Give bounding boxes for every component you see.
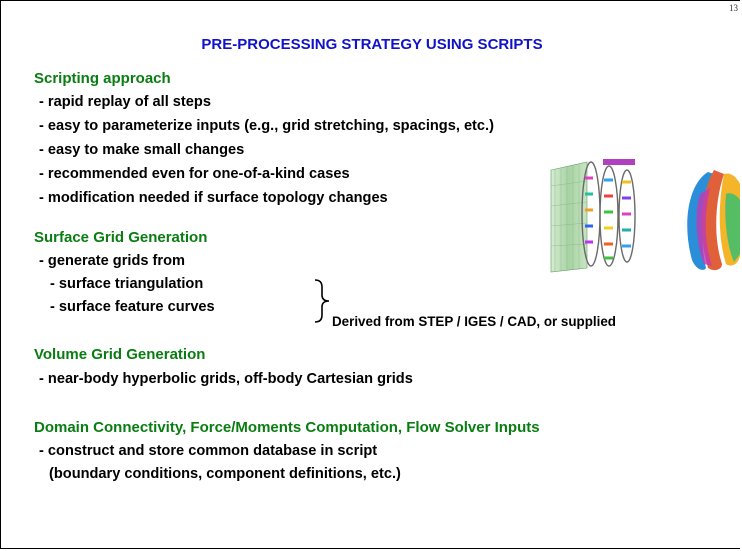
bullet-parameterize: - easy to parameterize inputs (e.g., gri… [39, 118, 494, 134]
bullet-small-changes: - easy to make small changes [39, 142, 245, 158]
bullet-near-body: - near-body hyperbolic grids, off-body C… [39, 371, 413, 387]
derived-note: Derived from STEP / IGES / CAD, or suppl… [332, 314, 616, 329]
curly-bracket [314, 279, 330, 323]
page-number: 13 [729, 3, 738, 13]
rotor-grid-image [550, 159, 636, 273]
bullet-topology: - modification needed if surface topolog… [39, 190, 388, 206]
bullet-one-of-a-kind: - recommended even for one-of-a-kind cas… [39, 166, 350, 182]
section-heading-surface-grid: Surface Grid Generation [34, 229, 208, 246]
bullet-construct-database: - construct and store common database in… [39, 443, 378, 459]
section-heading-scripting: Scripting approach [34, 70, 171, 87]
slide-title: PRE-PROCESSING STRATEGY USING SCRIPTS [201, 36, 543, 53]
blade-grid-image [687, 170, 740, 271]
bullet-feature-curves: - surface feature curves [50, 299, 215, 315]
bullet-surface-triangulation: - surface triangulation [50, 276, 204, 292]
section-heading-volume-grid: Volume Grid Generation [34, 346, 206, 363]
section-heading-domain-connectivity: Domain Connectivity, Force/Moments Compu… [34, 419, 540, 436]
bullet-boundary-conditions: (boundary conditions, component definiti… [49, 466, 401, 482]
bullet-generate-grids: - generate grids from [39, 253, 185, 269]
bullet-rapid-replay: - rapid replay of all steps [39, 94, 211, 110]
